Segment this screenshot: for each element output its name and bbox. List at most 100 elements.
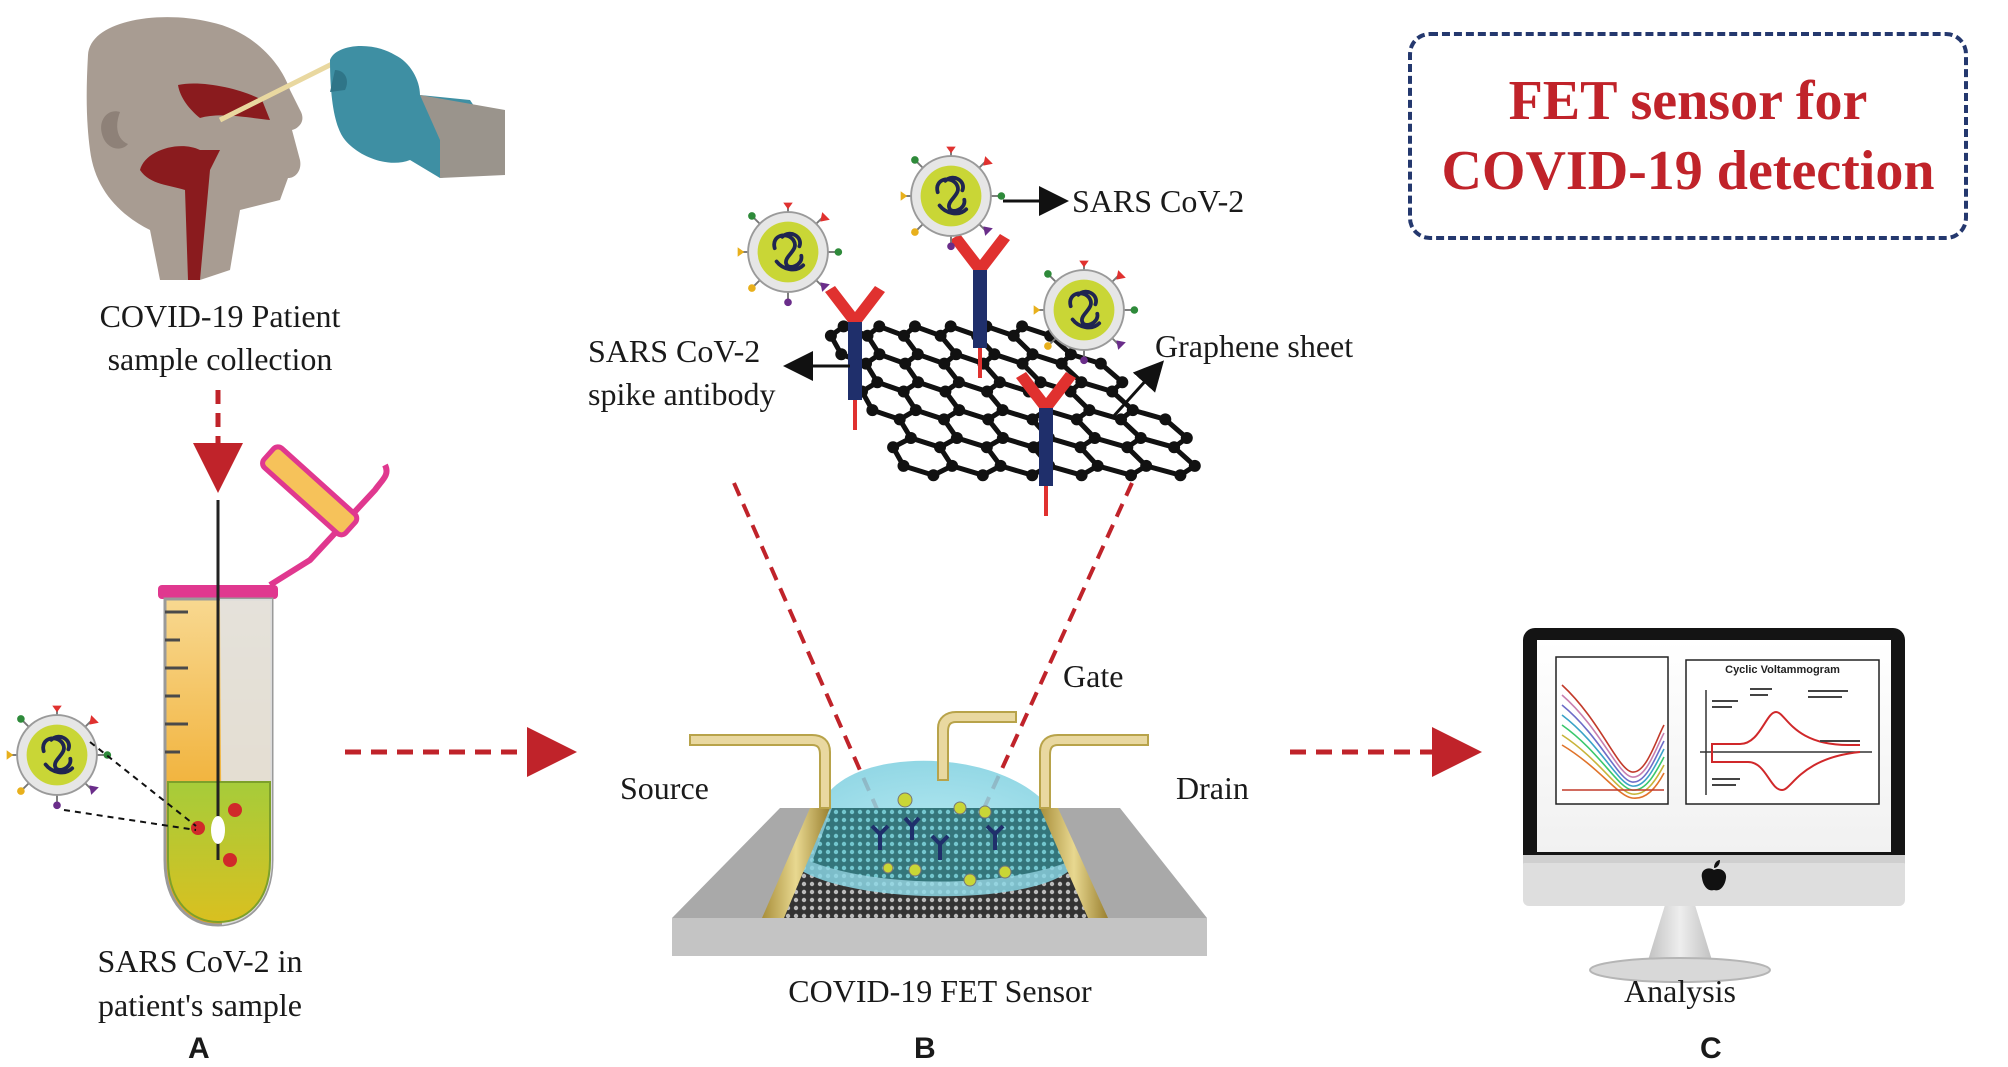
- virus-label: SARS CoV-2: [1072, 183, 1245, 219]
- virus-icon: [898, 144, 1008, 253]
- graphene-atom: [1034, 376, 1047, 389]
- graphene-atom: [1026, 413, 1039, 426]
- graphene-atom: [1121, 441, 1134, 454]
- graphene-atom: [976, 469, 989, 482]
- graphene-atom: [1159, 413, 1172, 426]
- virus-icon: [735, 200, 845, 309]
- graphene-label: Graphene sheet: [1155, 328, 1354, 364]
- graphene-atom: [893, 413, 906, 426]
- sample-label-line-2: patient's sample: [98, 987, 302, 1023]
- graphene-atom: [835, 348, 848, 361]
- drain-label: Drain: [1176, 770, 1249, 806]
- graphene-atom: [980, 441, 993, 454]
- graphene-atom: [1027, 441, 1040, 454]
- graphene-atom: [1091, 459, 1104, 472]
- graphene-atom: [946, 459, 959, 472]
- gate-label: Gate: [1063, 658, 1124, 694]
- graphene-atom: [938, 413, 950, 426]
- graphene-atom: [927, 469, 940, 482]
- graphene-atom: [1075, 469, 1088, 482]
- panel-letter-b: B: [914, 1032, 936, 1065]
- title-line-1: FET sensor for: [1508, 70, 1868, 132]
- graphene-atom: [866, 404, 879, 417]
- graphene-atom: [904, 432, 917, 444]
- graphene-atom: [887, 441, 900, 454]
- antibody-label-line-2: spike antibody: [588, 376, 776, 412]
- virus-sample-icon: [4, 703, 114, 812]
- graphene-atom: [993, 376, 1006, 389]
- title-line-2: COVID-19 detection: [1441, 140, 1935, 202]
- analysis-label: Analysis: [1624, 973, 1736, 1009]
- graphene-atom: [1075, 376, 1088, 389]
- panel-letter-a: A: [188, 1032, 210, 1065]
- graphene-atom: [1026, 348, 1039, 361]
- graphene-atom: [1106, 385, 1119, 398]
- graphene-atom: [1007, 329, 1020, 342]
- graphene-atom: [860, 357, 872, 370]
- graphene-atom: [861, 329, 874, 342]
- graphene-sheet: [824, 320, 1201, 482]
- graphene-atom: [994, 459, 1007, 472]
- graphene-atom: [1188, 459, 1201, 472]
- graphene-atom: [1016, 320, 1029, 333]
- panel-letter-c: C: [1700, 1032, 1722, 1065]
- graphene-atom: [996, 404, 1009, 417]
- graphene-atom: [897, 385, 910, 398]
- fet-sensor-device: [672, 711, 1207, 956]
- graphene-atom: [1083, 404, 1096, 417]
- graphene-atom: [911, 348, 924, 361]
- graphene-atom: [1126, 404, 1139, 417]
- graphene-atom: [824, 329, 837, 342]
- graphene-atom: [996, 432, 1009, 444]
- graphene-atom: [873, 348, 886, 361]
- graphene-atom: [909, 404, 922, 417]
- graphene-atom: [981, 385, 994, 398]
- graphene-atom: [1016, 357, 1029, 370]
- graphene-atom: [950, 348, 963, 361]
- virus-icon: [1031, 258, 1141, 367]
- graphene-atom: [1125, 469, 1137, 482]
- graphene-atom: [953, 404, 966, 417]
- graphene-atom: [1055, 357, 1068, 370]
- graphene-atom: [1115, 413, 1127, 426]
- graphene-atom: [944, 320, 957, 333]
- graphene-atom: [1174, 469, 1187, 482]
- graphene-atom: [1026, 469, 1039, 482]
- graphene-atom: [1094, 357, 1107, 370]
- analysis-monitor: [1523, 628, 1905, 983]
- graphene-atom: [898, 329, 910, 342]
- graphene-atom: [1070, 413, 1083, 426]
- graphene-atom: [912, 376, 925, 389]
- graphene-atom: [873, 320, 886, 333]
- patient-swab-illustration: [86, 17, 505, 281]
- antibody-label-line-1: SARS CoV-2: [588, 333, 761, 369]
- source-label: Source: [620, 770, 709, 806]
- graphene-atom: [950, 432, 963, 444]
- graphene-atom: [837, 320, 850, 333]
- title-box: FET sensor for COVID-19 detection: [1408, 32, 1968, 240]
- graphene-atom: [1180, 432, 1193, 444]
- collection-label-line-2: sample collection: [107, 341, 333, 377]
- graphene-atom: [939, 385, 952, 398]
- sample-label-line-1: SARS CoV-2 in: [97, 943, 303, 979]
- graphene-atom: [934, 441, 946, 454]
- graphene-atom: [1116, 376, 1129, 389]
- graphene-atom: [1168, 441, 1181, 454]
- graphene-atom: [952, 376, 965, 389]
- graphene-atom: [988, 348, 1001, 361]
- graphene-atom: [1134, 432, 1147, 444]
- sample-tube: [158, 444, 390, 927]
- graphene-atom: [871, 376, 884, 389]
- cv-title: Cyclic Voltammogram: [1725, 664, 1840, 676]
- graphene-atom: [982, 413, 995, 426]
- graphene-atom: [899, 357, 912, 370]
- sensor-label: COVID-19 FET Sensor: [788, 973, 1092, 1009]
- graphene-atom: [1140, 459, 1153, 472]
- graphene-atom: [897, 459, 910, 472]
- collection-label-line-1: COVID-19 Patient: [99, 298, 341, 334]
- graphene-atom: [934, 329, 947, 342]
- graphene-atom: [1064, 348, 1077, 361]
- graphene-atom: [938, 357, 951, 370]
